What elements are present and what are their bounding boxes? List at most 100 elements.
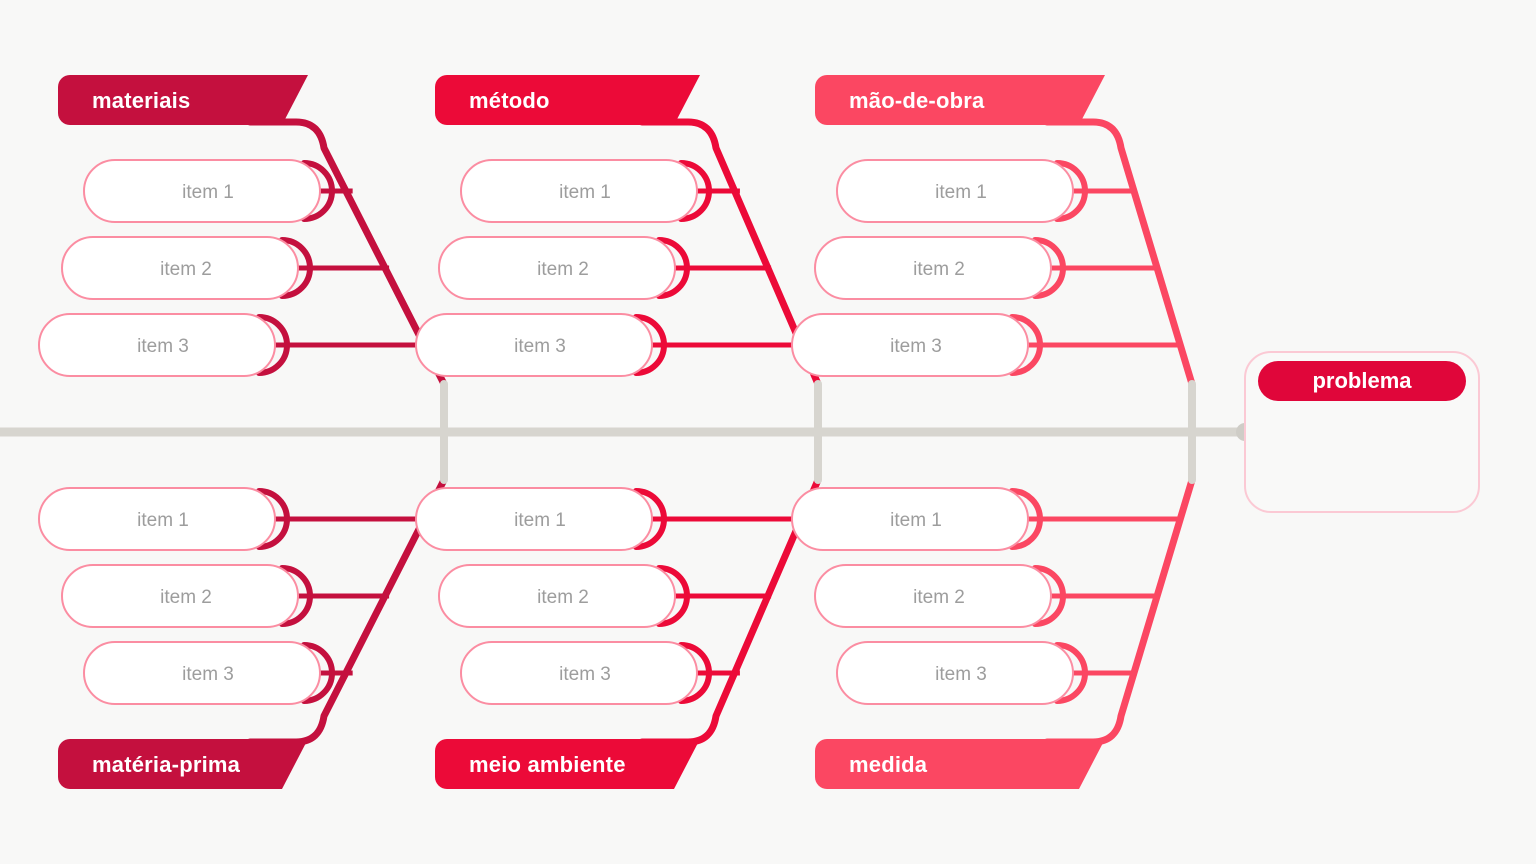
item-pill[interactable]: item 2 bbox=[61, 564, 299, 628]
item-pill[interactable]: item 3 bbox=[38, 313, 276, 377]
category-rib-metodo bbox=[638, 118, 822, 388]
item-pill-shape[interactable] bbox=[791, 487, 1029, 551]
item-pill-label: item 3 bbox=[890, 336, 942, 357]
category-tab-label: medida bbox=[849, 752, 928, 777]
item-pill-label: item 3 bbox=[935, 664, 987, 685]
category-tab-shape[interactable] bbox=[435, 739, 700, 789]
item-pill-label: item 1 bbox=[890, 510, 942, 531]
item-cap-accent bbox=[633, 314, 667, 376]
category-tab-shape[interactable] bbox=[58, 75, 308, 125]
item-pill-label: item 2 bbox=[160, 259, 212, 280]
item-cap-accent bbox=[1054, 160, 1088, 222]
item-cap-accent bbox=[301, 160, 335, 222]
problem-label-pill[interactable] bbox=[1258, 361, 1466, 401]
item-cap-accent bbox=[1009, 314, 1043, 376]
category-tab-label: meio ambiente bbox=[469, 752, 626, 777]
problem-label: problema bbox=[1312, 368, 1412, 393]
item-pill[interactable]: item 1 bbox=[38, 487, 276, 551]
category-tab-shape[interactable] bbox=[58, 739, 308, 789]
category-rib-materiais bbox=[246, 118, 448, 388]
category-rib-mao-de-obra bbox=[1043, 118, 1196, 388]
item-pill-shape[interactable] bbox=[836, 641, 1074, 705]
item-pill-shape[interactable] bbox=[61, 564, 299, 628]
item-pill[interactable]: item 1 bbox=[415, 487, 653, 551]
item-cap-accent bbox=[656, 565, 690, 627]
problem-box-group[interactable]: problema bbox=[1244, 351, 1480, 513]
item-pill-label: item 3 bbox=[182, 664, 234, 685]
item-pill-shape[interactable] bbox=[83, 159, 321, 223]
item-pill-shape[interactable] bbox=[814, 564, 1052, 628]
item-cap-accent bbox=[1032, 237, 1066, 299]
category-tab-shape[interactable] bbox=[815, 739, 1105, 789]
item-pill-shape[interactable] bbox=[61, 236, 299, 300]
category-tab-label: matéria-prima bbox=[92, 752, 241, 777]
category-tab-shape[interactable] bbox=[815, 75, 1105, 125]
item-cap-accent bbox=[1032, 565, 1066, 627]
category-tab-materia-prima[interactable]: matéria-prima bbox=[58, 739, 308, 789]
item-pill-shape[interactable] bbox=[438, 564, 676, 628]
item-pill-label: item 2 bbox=[537, 587, 589, 608]
category-tab-medida[interactable]: medida bbox=[815, 739, 1105, 789]
item-cap-accent bbox=[256, 488, 290, 550]
item-pill[interactable]: item 2 bbox=[61, 236, 299, 300]
item-pill-label: item 2 bbox=[913, 587, 965, 608]
item-pill[interactable]: item 3 bbox=[83, 641, 321, 705]
spine-group bbox=[0, 423, 1254, 441]
item-cap-accent bbox=[279, 565, 313, 627]
item-pill[interactable]: item 3 bbox=[791, 313, 1029, 377]
item-pill-shape[interactable] bbox=[38, 313, 276, 377]
item-pill-label: item 1 bbox=[559, 182, 611, 203]
item-pill-shape[interactable] bbox=[438, 236, 676, 300]
category-tab-mao-de-obra[interactable]: mão-de-obra bbox=[815, 75, 1105, 125]
item-pill[interactable]: item 3 bbox=[415, 313, 653, 377]
item-cap-accent bbox=[1009, 488, 1043, 550]
item-cap-accent bbox=[1054, 642, 1088, 704]
item-pill-label: item 1 bbox=[137, 510, 189, 531]
item-pill-label: item 1 bbox=[935, 182, 987, 203]
item-pill-shape[interactable] bbox=[38, 487, 276, 551]
item-cap-accent bbox=[656, 237, 690, 299]
item-pill[interactable]: item 3 bbox=[836, 641, 1074, 705]
item-pill-label: item 3 bbox=[514, 336, 566, 357]
item-pill-shape[interactable] bbox=[836, 159, 1074, 223]
item-pill-label: item 3 bbox=[137, 336, 189, 357]
item-pill[interactable]: item 1 bbox=[791, 487, 1029, 551]
category-tab-metodo[interactable]: método bbox=[435, 75, 700, 125]
item-pill[interactable]: item 1 bbox=[460, 159, 698, 223]
item-pill-shape[interactable] bbox=[814, 236, 1052, 300]
item-cap-accent bbox=[678, 160, 712, 222]
category-tab-materiais[interactable]: materiais bbox=[58, 75, 308, 125]
item-cap-accent bbox=[279, 237, 313, 299]
item-cap-accent bbox=[633, 488, 667, 550]
item-pill-shape[interactable] bbox=[791, 313, 1029, 377]
item-pill-label: item 2 bbox=[913, 259, 965, 280]
item-pill[interactable]: item 2 bbox=[438, 564, 676, 628]
item-pill-label: item 3 bbox=[559, 664, 611, 685]
item-pill-label: item 2 bbox=[160, 587, 212, 608]
item-pill[interactable]: item 1 bbox=[836, 159, 1074, 223]
item-cap-accent bbox=[678, 642, 712, 704]
item-pills-layer: item 1 item 2 item 3 item 1 item 2 item 3 item… bbox=[38, 159, 1074, 705]
item-pill[interactable]: item 2 bbox=[814, 236, 1052, 300]
item-pill-label: item 1 bbox=[182, 182, 234, 203]
item-pill-shape[interactable] bbox=[460, 641, 698, 705]
ribs-layer bbox=[246, 118, 1196, 746]
item-pill-label: item 2 bbox=[537, 259, 589, 280]
item-pill[interactable]: item 2 bbox=[814, 564, 1052, 628]
item-pill-shape[interactable] bbox=[415, 487, 653, 551]
item-pill[interactable]: item 2 bbox=[438, 236, 676, 300]
category-tab-label: método bbox=[469, 88, 550, 113]
category-tab-label: materiais bbox=[92, 88, 190, 113]
category-tab-label: mão-de-obra bbox=[849, 88, 985, 113]
item-pill[interactable]: item 1 bbox=[83, 159, 321, 223]
category-tab-shape[interactable] bbox=[435, 75, 700, 125]
category-tab-meio-ambiente[interactable]: meio ambiente bbox=[435, 739, 700, 789]
item-pill-shape[interactable] bbox=[460, 159, 698, 223]
item-pill-shape[interactable] bbox=[415, 313, 653, 377]
category-tabs-layer: materiais método mão-de-obra matéria-prima m… bbox=[58, 75, 1105, 789]
item-pill-shape[interactable] bbox=[83, 641, 321, 705]
item-pill-label: item 1 bbox=[514, 510, 566, 531]
item-pill[interactable]: item 3 bbox=[460, 641, 698, 705]
